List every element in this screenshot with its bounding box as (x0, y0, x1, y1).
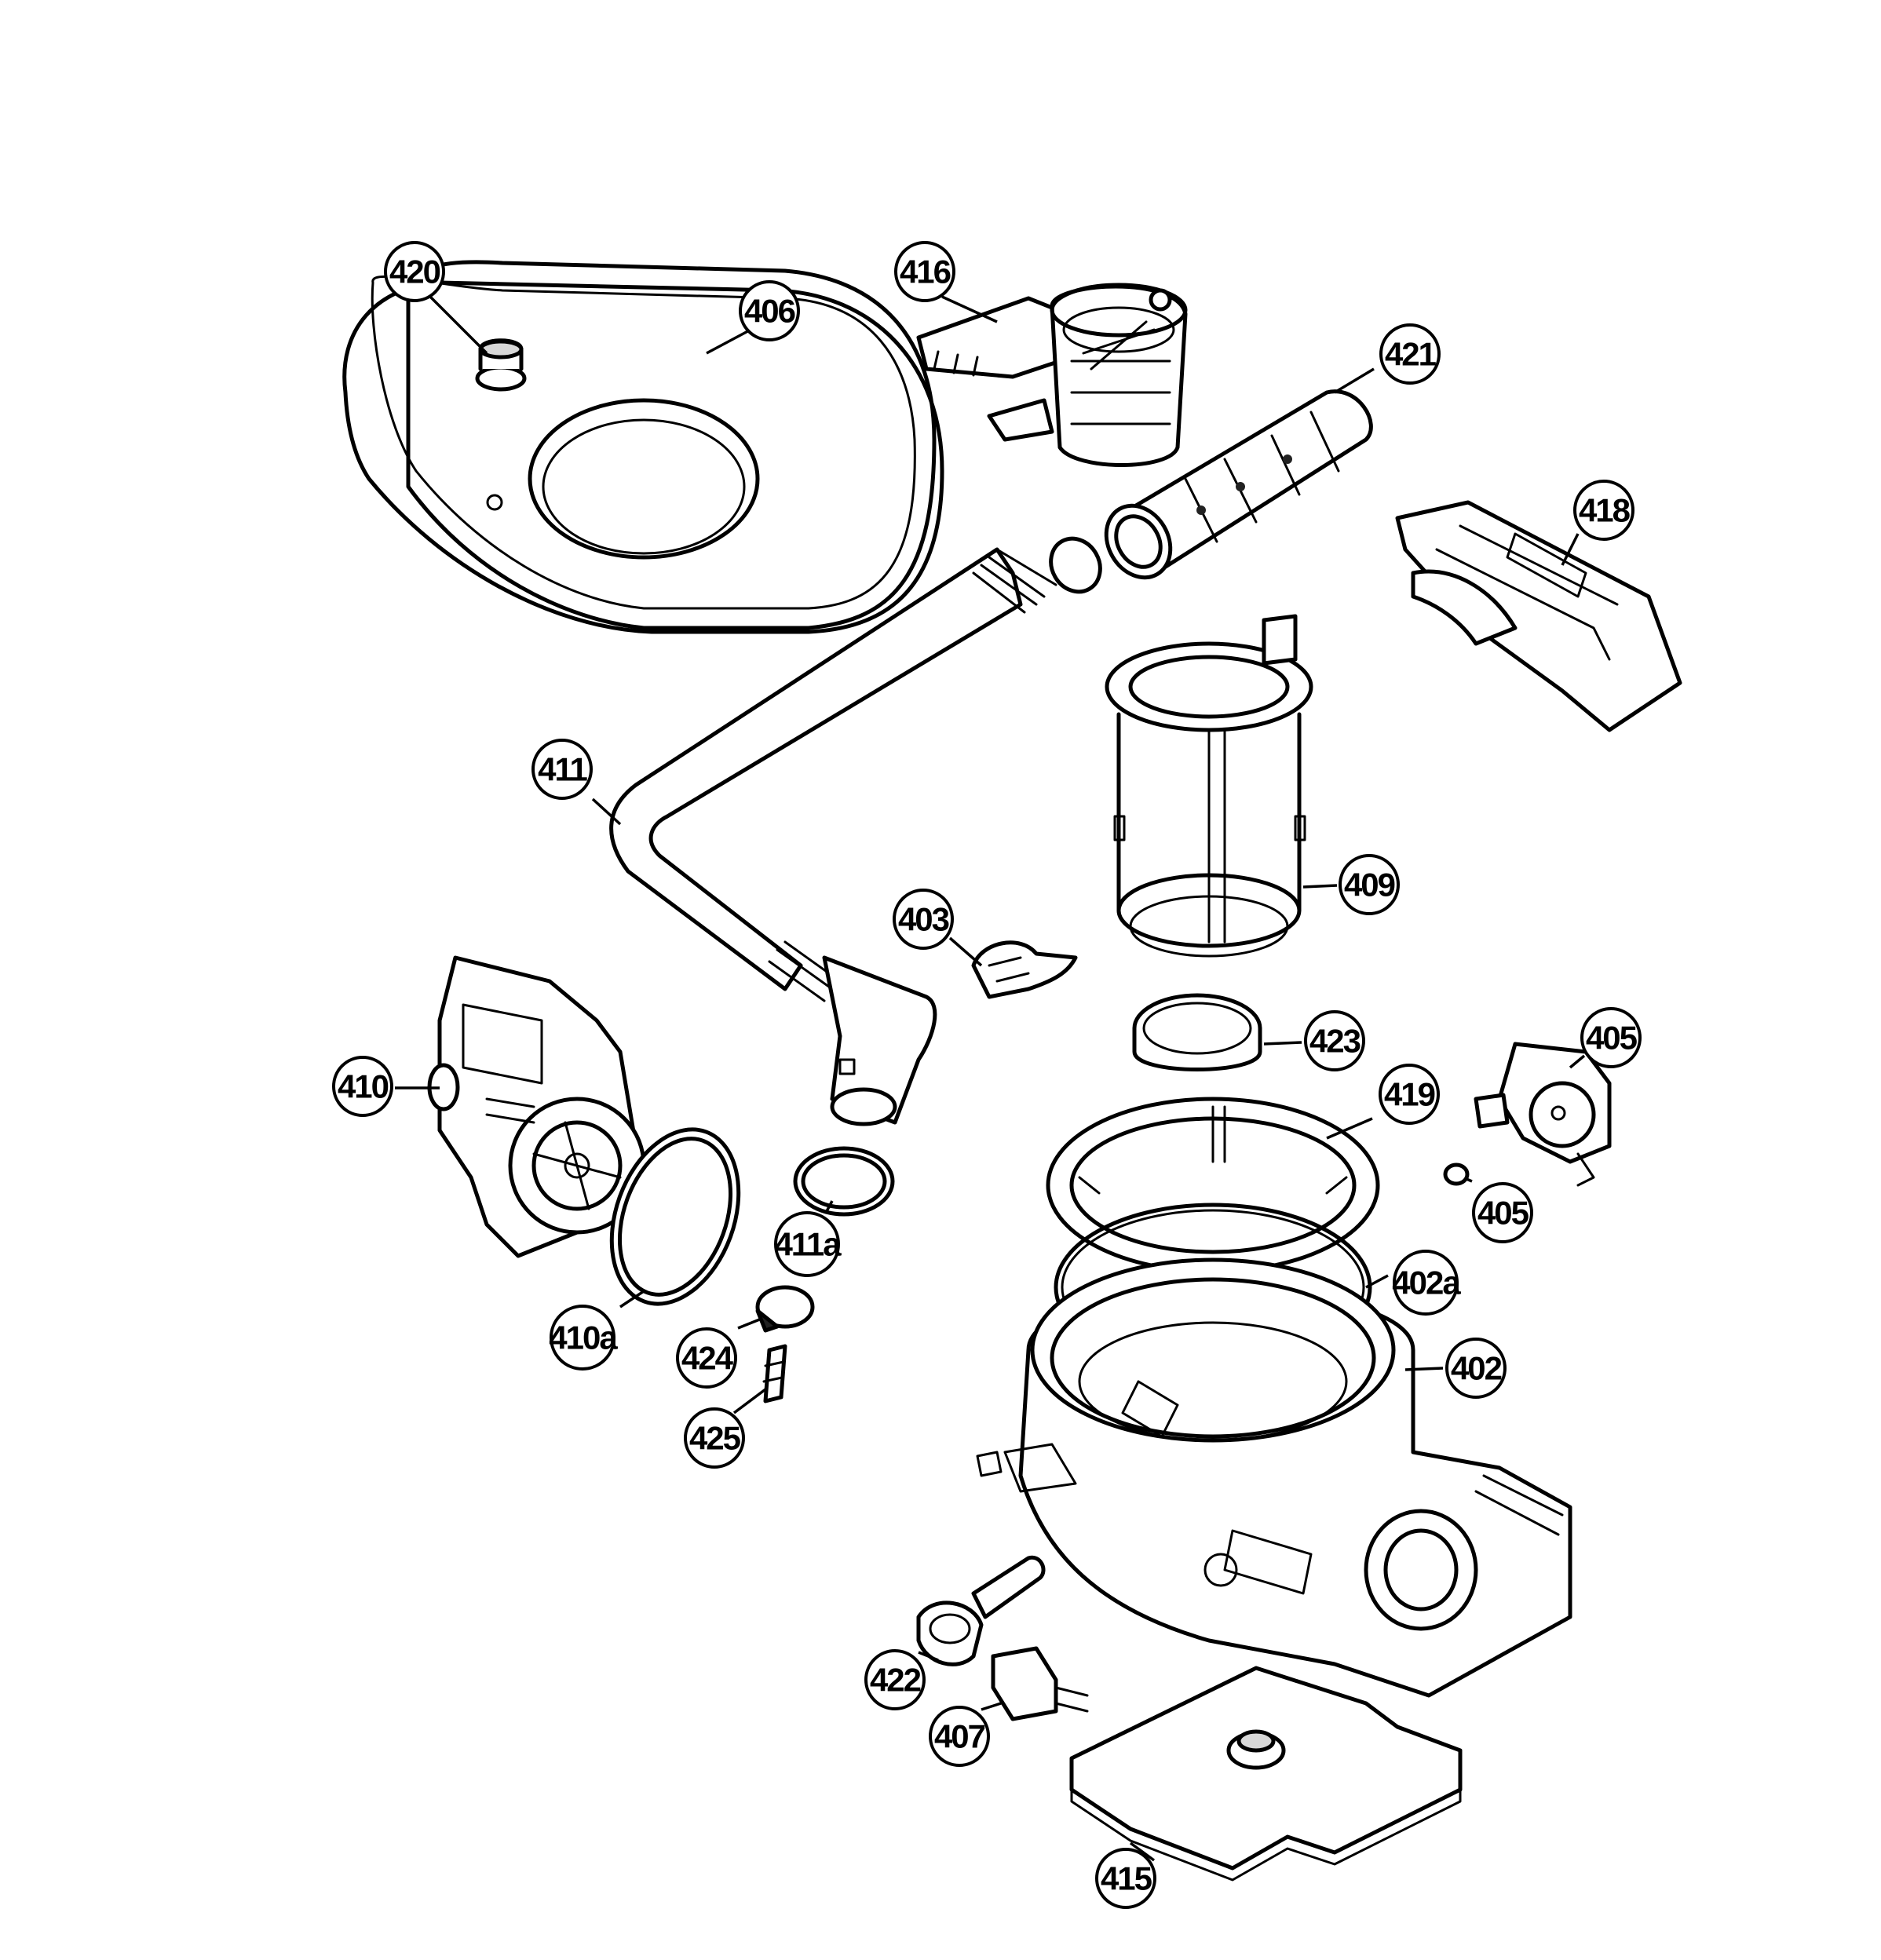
callout-label: 421 (1385, 336, 1437, 373)
leader-416 (941, 295, 998, 323)
callout-label: 410a (549, 1319, 618, 1356)
callout-label: 410 (338, 1068, 389, 1105)
part-423-ring (1132, 993, 1262, 1071)
leader-422 (918, 1651, 939, 1662)
part-425-valve (762, 1344, 787, 1403)
callout-405-sensor: 405 (1580, 1007, 1642, 1068)
callout-405-washer: 405 (1472, 1182, 1533, 1243)
part-420-plug (475, 338, 527, 392)
callout-label: 405 (1586, 1020, 1638, 1057)
callout-402a: 402a (1392, 1250, 1463, 1316)
leader-403 (948, 936, 983, 967)
part-409-fine-filter (1105, 614, 1313, 958)
callout-label: 415 (1101, 1860, 1152, 1897)
leader-419 (1326, 1117, 1373, 1140)
leader-lines (395, 295, 1586, 1862)
callout-421: 421 (1379, 323, 1441, 385)
leader-402 (1404, 1367, 1444, 1371)
callout-label: 419 (1384, 1076, 1435, 1113)
callout-419: 419 (1379, 1064, 1440, 1125)
callouts: 420 406 416 421 418 411 409 403 (332, 241, 1642, 1909)
callout-407: 407 (929, 1706, 990, 1767)
callout-422: 422 (864, 1649, 926, 1710)
part-421-spray-tube (1104, 389, 1373, 580)
leader-415 (1129, 1841, 1156, 1862)
callout-label: 416 (900, 254, 951, 290)
part-419-ring (1046, 1097, 1380, 1274)
callout-406: 406 (739, 280, 800, 341)
callout-label: 411a (774, 1226, 842, 1263)
leader-423 (1263, 1041, 1302, 1046)
callout-403: 403 (893, 889, 954, 950)
part-415-cover-plate (1069, 1666, 1463, 1882)
callout-label: 424 (681, 1340, 734, 1377)
callout-label: 406 (744, 293, 795, 330)
leader-424 (737, 1317, 762, 1330)
callout-label: 402a (1392, 1265, 1461, 1301)
part-403-clip (971, 940, 1078, 999)
callout-label: 423 (1309, 1023, 1361, 1060)
leader-420 (429, 295, 488, 355)
part-410a-o-ring (609, 1127, 741, 1306)
callout-label: 405 (1477, 1195, 1529, 1232)
leader-410a (619, 1290, 645, 1308)
part-410-drain-pump (427, 955, 646, 1258)
callout-label: 402 (1451, 1350, 1502, 1387)
leader-418 (1561, 533, 1580, 566)
part-411a-o-ring (793, 1146, 895, 1217)
callout-409: 409 (1339, 854, 1400, 915)
part-405-washer (1443, 1162, 1470, 1186)
leader-421 (1334, 367, 1375, 394)
part-406-sump-gasket-plate (342, 260, 944, 634)
callout-402: 402 (1445, 1338, 1507, 1399)
leader-411a (824, 1200, 834, 1214)
part-407-switch (991, 1646, 1089, 1721)
callout-label: 420 (389, 254, 440, 290)
callout-label: 407 (934, 1718, 985, 1755)
leader-411 (591, 798, 622, 826)
part-411-hose (609, 536, 1102, 1126)
leader-409 (1302, 884, 1338, 889)
callout-424: 424 (676, 1327, 737, 1389)
leader-406 (706, 327, 754, 355)
leader-425 (732, 1388, 767, 1414)
leader-407 (981, 1702, 1002, 1711)
callout-label: 409 (1344, 867, 1395, 903)
callout-label: 422 (870, 1662, 921, 1699)
leader-405a (1569, 1054, 1586, 1069)
part-416-filter-top (916, 283, 1188, 467)
callout-425: 425 (684, 1407, 745, 1469)
leader-405b (1466, 1177, 1473, 1183)
callout-415: 415 (1095, 1848, 1156, 1909)
callout-label: 418 (1579, 492, 1631, 529)
callout-410a: 410a (549, 1305, 619, 1371)
callout-416: 416 (894, 241, 955, 302)
part-402-sump-housing (976, 1257, 1572, 1698)
leader-402a (1365, 1274, 1389, 1289)
callout-label: 403 (898, 901, 949, 938)
callout-411: 411 (531, 739, 593, 800)
callout-418: 418 (1573, 480, 1634, 541)
part-422-sensor (916, 1555, 1046, 1666)
callout-420: 420 (384, 241, 445, 302)
callout-411a: 411a (774, 1211, 843, 1277)
part-418-bracket-cover (1395, 500, 1682, 732)
part-424-cap (755, 1285, 815, 1333)
callout-423: 423 (1304, 1010, 1365, 1071)
callout-label: 425 (689, 1420, 741, 1457)
callout-label: 411 (538, 751, 587, 788)
callout-410: 410 (332, 1056, 393, 1117)
part-405-sensor (1474, 1042, 1612, 1187)
